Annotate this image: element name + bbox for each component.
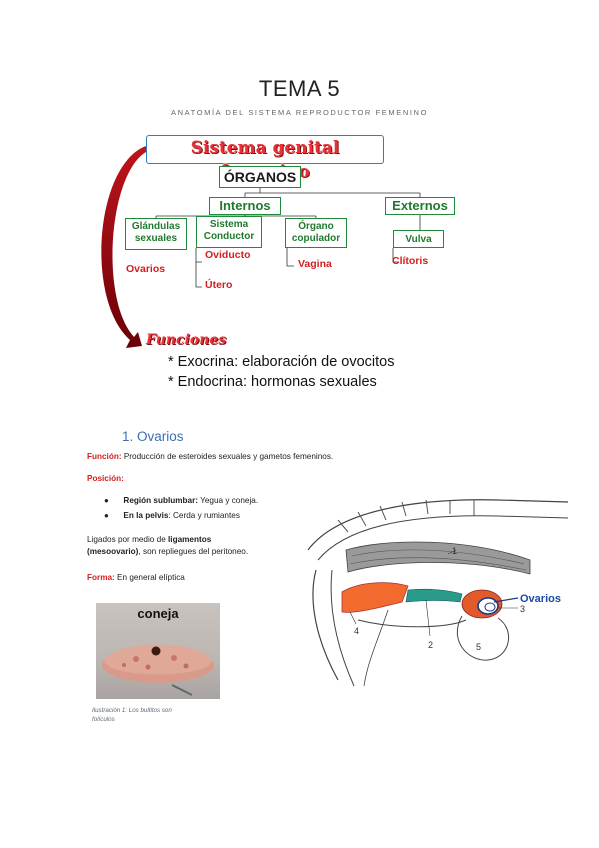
organos-box: ÓRGANOS [219,166,301,188]
page-title: TEMA 5 [258,76,341,101]
section-heading-ovarios: 1. Ovarios [122,429,184,444]
sistema-line1: Sistema [209,219,249,230]
anatomy-num-2: 2 [428,640,433,650]
funcion-exocrina: * Exocrina: elaboración de ovocitos [168,354,395,370]
organo-line2: copulador [291,233,341,244]
funcion-endocrina: * Endocrina: hormonas sexuales [168,374,377,390]
caption-line-1: Ilustración 1: Los bultitos son [92,707,172,714]
vulva-box: Vulva [393,230,444,248]
internos-box: Internos [209,197,281,215]
bullet-item: ● En la pelvis: Cerda y rumiantes [104,510,240,522]
sistema-line2: Conductor [203,231,255,242]
label-vagina: Vagina [298,258,332,270]
forma-label: Forma: [87,573,115,582]
funcion-label: Función: [87,452,122,461]
follicle [183,663,189,669]
ligados-bold-2: (mesoovario) [87,547,139,556]
coneja-ovary-photo: coneja [96,603,220,699]
organo-line1: Órgano [298,221,334,232]
label-ovarios: Ovarios [126,263,166,275]
anatomy-num-1: 1 [452,546,457,556]
funcion-paragraph: Función: Producción de esteroides sexual… [87,451,333,463]
teal-oviduct [405,588,463,603]
glandulas-line1: Glándulas [131,221,181,232]
ligados-text-2: , son repliegues del peritoneo. [138,547,249,556]
ligados-bold-1: ligamentos [168,535,212,544]
organo-box: Órgano copulador [285,218,347,248]
ligados-paragraph: Ligados por medio de ligamentos (mesoova… [87,534,297,558]
follicle [133,656,139,662]
bullet-dot-icon: ● [104,511,109,520]
anatomy-num-5: 5 [476,642,481,652]
sistema-box: Sistema Conductor [196,216,262,248]
follicle [171,655,177,661]
glandulas-line2: sexuales [134,233,178,244]
forma-text: En general elíptica [114,573,185,582]
externos-box: Externos [385,197,455,215]
caption-line-2: folículos [92,716,115,723]
page-subtitle: ANATOMÍA DEL SISTEMA REPRODUCTOR FEMENIN… [170,108,429,117]
follicle [145,664,151,670]
orange-region [341,582,409,613]
bullet-1-bold: Región sublumbar: [123,496,199,505]
ligados-text-1: Ligados por medio de [87,535,169,544]
follicle-dark [151,646,161,656]
funcion-text: Producción de esteroides sexuales y game… [121,452,334,461]
label-oviducto: Oviducto [205,249,251,261]
bullet-1-text: Yegua y coneja. [198,496,259,505]
anatomy-diagram: 1 2 3 4 5 Ovarios [307,499,569,687]
forma-paragraph: Forma: En general elíptica [87,572,185,584]
label-clitoris: Clítoris [392,255,429,267]
anatomy-num-3: 3 [520,604,525,614]
glandulas-box: Glándulas sexuales [125,218,187,250]
funciones-heading: Funciones [146,332,227,348]
follicle [122,663,126,667]
bullet-item: ● Región sublumbar: Yegua y coneja. [104,495,258,507]
anatomy-num-4: 4 [354,626,359,636]
bullet-2-text: : Cerda y rumiantes [168,511,240,520]
bullet-dot-icon: ● [104,496,109,505]
anatomy-label-ovarios: Ovarios [520,593,561,605]
photo-caption: Ilustración 1: Los bultitos son folículo… [92,706,222,724]
posicion-label: Posición: [87,474,124,483]
diagram-main-title: Sistema genital femenino [146,135,384,182]
label-utero: Útero [205,279,233,291]
bullet-2-bold: En la pelvis [123,511,169,520]
photo-label: coneja [137,606,179,621]
